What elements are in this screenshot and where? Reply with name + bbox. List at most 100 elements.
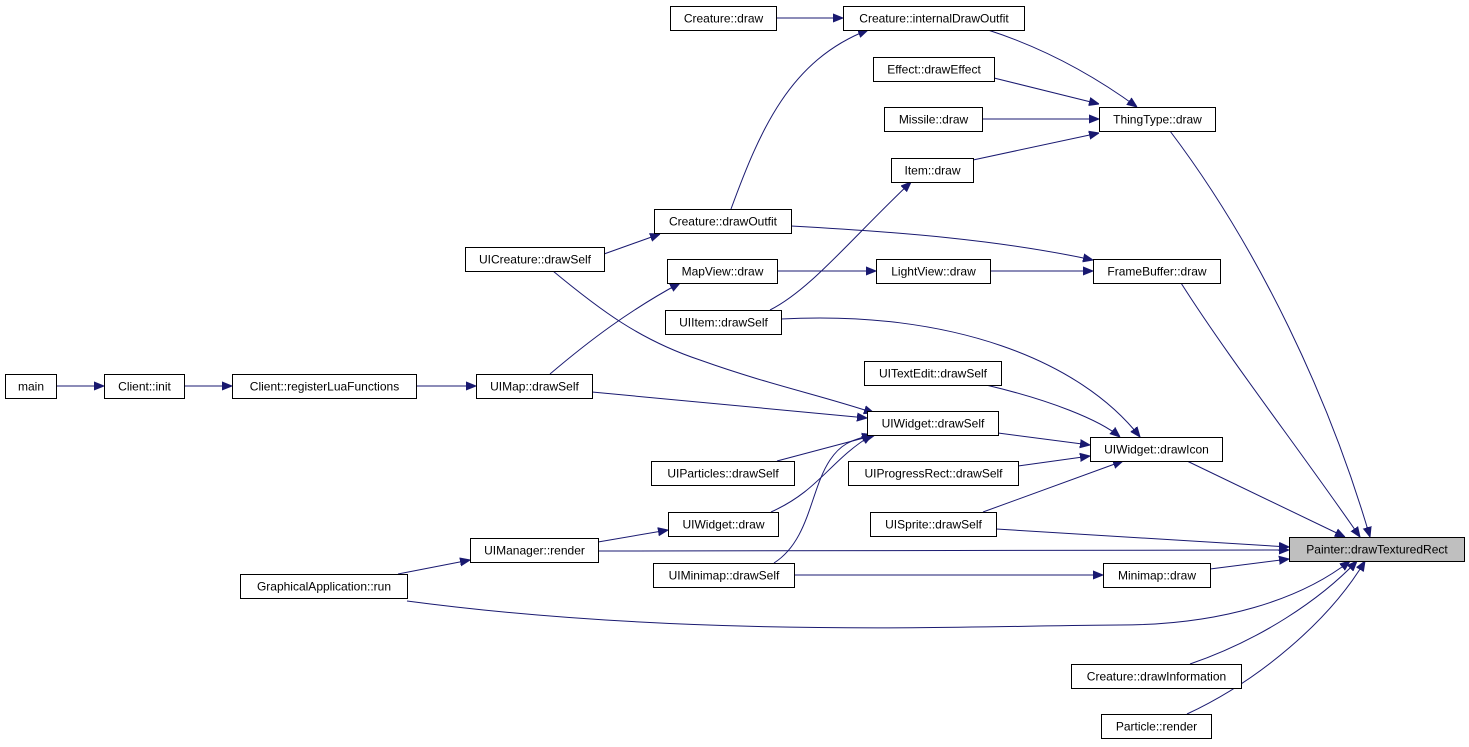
edge-uiparticles-drawSelf-to-uiwidget-drawSelf bbox=[776, 435, 875, 462]
node-box bbox=[470, 538, 599, 563]
node-label: main bbox=[18, 380, 44, 394]
node-painter-drawTexturedRect[interactable]: Painter::drawTexturedRect bbox=[1289, 537, 1465, 562]
node-label: UIProgressRect::drawSelf bbox=[864, 467, 1003, 481]
node-box bbox=[843, 6, 1025, 31]
node-uiprogressrect-drawSelf[interactable]: UIProgressRect::drawSelf bbox=[848, 461, 1019, 486]
node-label: Effect::drawEffect bbox=[887, 63, 981, 77]
node-label: UIWidget::drawSelf bbox=[882, 417, 985, 431]
node-label: Creature::drawInformation bbox=[1087, 670, 1226, 684]
edge-graphicalapplication-run-to-uimanager-render bbox=[397, 560, 470, 575]
node-label: LightView::draw bbox=[891, 265, 976, 279]
edge-creature-internalDrawOutfit-to-thingtype-draw bbox=[987, 29, 1137, 107]
node-label: UISprite::drawSelf bbox=[885, 518, 982, 532]
edges-layer bbox=[56, 18, 1370, 715]
edge-uiminimap-drawSelf-to-uiwidget-drawSelf bbox=[773, 435, 872, 564]
edge-uiitem-drawSelf-to-item-draw bbox=[769, 182, 911, 311]
node-label: Minimap::draw bbox=[1118, 569, 1196, 583]
edge-uitextedit-drawSelf-to-uiwidget-drawIcon bbox=[985, 384, 1120, 437]
edge-uiwidget-draw-to-uiwidget-drawSelf bbox=[770, 435, 872, 513]
node-label: ThingType::draw bbox=[1113, 113, 1202, 127]
node-uisprite-drawSelf[interactable]: UISprite::drawSelf bbox=[870, 512, 997, 537]
node-creature-internalDrawOutfit[interactable]: Creature::internalDrawOutfit bbox=[843, 6, 1025, 31]
node-box bbox=[232, 374, 417, 399]
edge-uimanager-render-to-uiwidget-draw bbox=[597, 530, 668, 543]
node-creature-drawInformation[interactable]: Creature::drawInformation bbox=[1071, 664, 1242, 689]
node-box bbox=[670, 6, 777, 31]
node-label: Client::init bbox=[118, 380, 171, 394]
edge-creature-drawInformation-to-painter-drawTexturedRect bbox=[1189, 561, 1357, 665]
node-particle-render[interactable]: Particle::render bbox=[1101, 714, 1212, 739]
edge-uiwidget-drawIcon-to-painter-drawTexturedRect bbox=[1186, 460, 1345, 537]
edge-creature-drawOutfit-to-framebuffer-draw bbox=[790, 225, 1093, 260]
edge-uimanager-render-to-painter-drawTexturedRect bbox=[597, 550, 1289, 551]
nodes-layer: Creature::draw Creature::internalDrawOutf… bbox=[5, 6, 1465, 739]
node-box bbox=[654, 209, 792, 234]
node-box bbox=[1101, 714, 1212, 739]
edge-thingtype-draw-to-painter-drawTexturedRect bbox=[1169, 130, 1370, 537]
node-box bbox=[884, 107, 983, 132]
node-box bbox=[240, 574, 408, 599]
edge-item-draw-to-thingtype-draw bbox=[972, 133, 1099, 161]
edge-uisprite-drawSelf-to-uiwidget-drawIcon bbox=[982, 461, 1123, 513]
edge-uiitem-drawSelf-to-uiwidget-drawIcon bbox=[780, 317, 1140, 437]
node-thingtype-draw[interactable]: ThingType::draw bbox=[1099, 107, 1216, 132]
node-uitextedit-drawSelf[interactable]: UITextEdit::drawSelf bbox=[864, 361, 1002, 386]
node-label: MapView::draw bbox=[682, 265, 764, 279]
node-label: UIMinimap::drawSelf bbox=[669, 569, 780, 583]
node-label: Missile::draw bbox=[899, 113, 969, 127]
node-box bbox=[665, 310, 782, 335]
node-box bbox=[104, 374, 185, 399]
node-uimap-drawSelf[interactable]: UIMap::drawSelf bbox=[476, 374, 593, 399]
node-framebuffer-draw[interactable]: FrameBuffer::draw bbox=[1093, 259, 1221, 284]
node-box bbox=[848, 461, 1019, 486]
node-client-registerLuaFunctions[interactable]: Client::registerLuaFunctions bbox=[232, 374, 417, 399]
node-box bbox=[870, 512, 997, 537]
node-box bbox=[5, 374, 57, 399]
node-box bbox=[864, 361, 1002, 386]
node-item-draw[interactable]: Item::draw bbox=[891, 158, 974, 183]
node-lightview-draw[interactable]: LightView::draw bbox=[876, 259, 991, 284]
node-uiwidget-draw[interactable]: UIWidget::draw bbox=[668, 512, 779, 537]
node-uiparticles-drawSelf[interactable]: UIParticles::drawSelf bbox=[651, 461, 795, 486]
node-uiitem-drawSelf[interactable]: UIItem::drawSelf bbox=[665, 310, 782, 335]
edge-framebuffer-draw-to-painter-drawTexturedRect bbox=[1180, 282, 1360, 537]
node-mapview-draw[interactable]: MapView::draw bbox=[667, 259, 778, 284]
node-missile-draw[interactable]: Missile::draw bbox=[884, 107, 983, 132]
node-label: UICreature::drawSelf bbox=[479, 253, 592, 267]
node-box bbox=[1099, 107, 1216, 132]
node-label: Particle::render bbox=[1116, 720, 1197, 734]
node-uiwidget-drawSelf[interactable]: UIWidget::drawSelf bbox=[867, 411, 999, 436]
edge-uicreature-drawSelf-to-uiwidget-drawSelf bbox=[552, 270, 874, 413]
node-box bbox=[873, 57, 995, 82]
edge-particle-render-to-painter-drawTexturedRect bbox=[1186, 561, 1365, 715]
node-label: UIMap::drawSelf bbox=[490, 380, 579, 394]
node-label: Client::registerLuaFunctions bbox=[250, 380, 399, 394]
node-minimap-draw[interactable]: Minimap::draw bbox=[1103, 563, 1211, 588]
node-graphicalapplication-run[interactable]: GraphicalApplication::run bbox=[240, 574, 408, 599]
node-effect-drawEffect[interactable]: Effect::drawEffect bbox=[873, 57, 995, 82]
node-box bbox=[891, 158, 974, 183]
node-uiminimap-drawSelf[interactable]: UIMinimap::drawSelf bbox=[653, 563, 795, 588]
edge-uimap-drawSelf-to-uiwidget-drawSelf bbox=[591, 391, 867, 418]
node-box bbox=[1289, 537, 1465, 562]
node-uicreature-drawSelf[interactable]: UICreature::drawSelf bbox=[465, 247, 605, 272]
node-uimanager-render[interactable]: UIManager::render bbox=[470, 538, 599, 563]
node-box bbox=[667, 259, 778, 284]
edge-uiwidget-drawSelf-to-uiwidget-drawIcon bbox=[997, 432, 1090, 445]
node-box bbox=[465, 247, 605, 272]
node-label: UIItem::drawSelf bbox=[679, 316, 768, 330]
edge-effect-drawEffect-to-thingtype-draw bbox=[993, 77, 1099, 104]
node-label: UIWidget::draw bbox=[682, 518, 764, 532]
node-uiwidget-drawIcon[interactable]: UIWidget::drawIcon bbox=[1090, 437, 1223, 462]
node-box bbox=[653, 563, 795, 588]
node-label: Creature::drawOutfit bbox=[669, 215, 778, 229]
node-creature-drawOutfit[interactable]: Creature::drawOutfit bbox=[654, 209, 792, 234]
edge-uisprite-drawSelf-to-painter-drawTexturedRect bbox=[995, 528, 1289, 547]
node-creature-draw[interactable]: Creature::draw bbox=[670, 6, 777, 31]
node-client-init[interactable]: Client::init bbox=[104, 374, 185, 399]
edge-uimap-drawSelf-to-mapview-draw bbox=[549, 283, 680, 375]
node-label: Painter::drawTexturedRect bbox=[1306, 543, 1448, 557]
node-main[interactable]: main bbox=[5, 374, 57, 399]
node-label: Creature::internalDrawOutfit bbox=[859, 12, 1009, 26]
